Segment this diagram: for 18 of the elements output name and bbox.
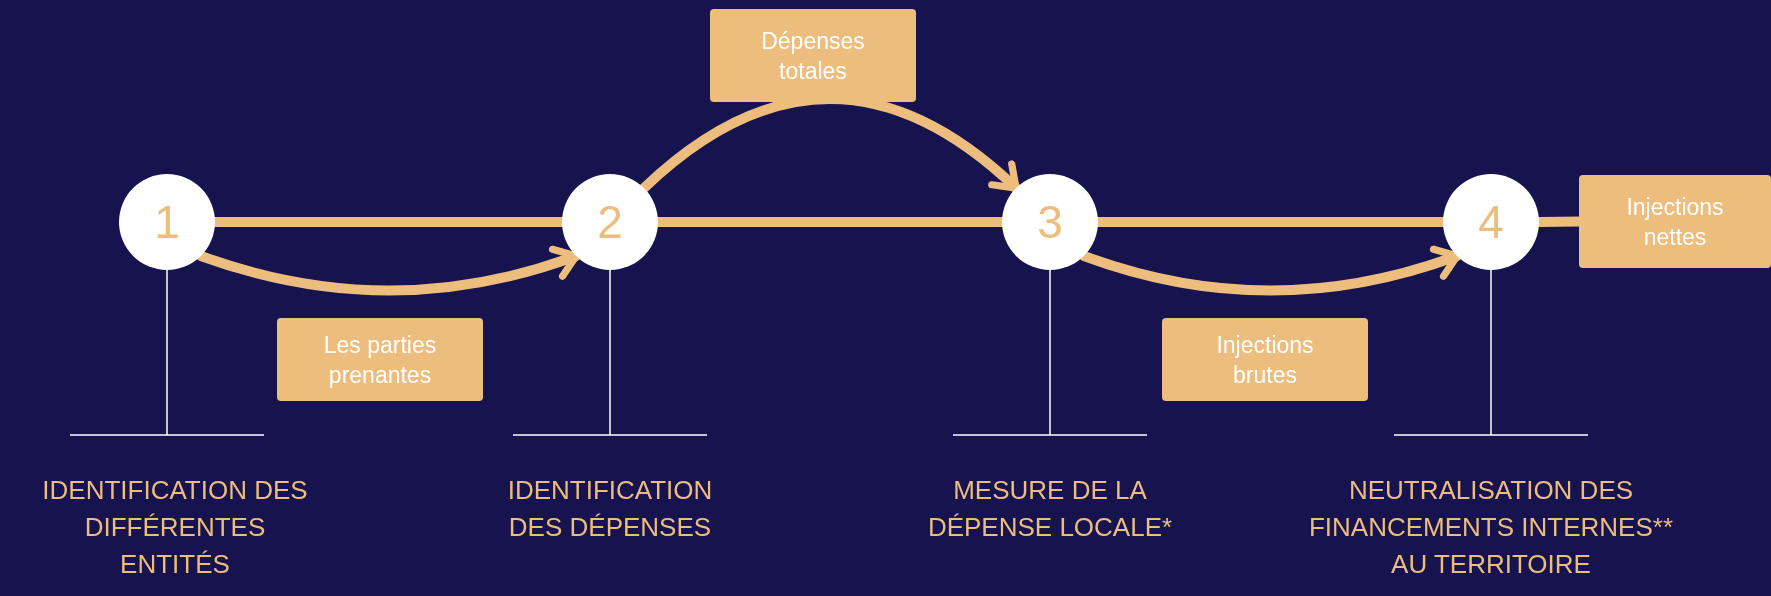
curved-arrow — [1078, 245, 1463, 296]
label-box — [1162, 318, 1368, 401]
box-text: Les parties prenantes — [322, 330, 438, 390]
step-title: IDENTIFICATION DES DIFFÉRENTES ENTITÉS — [41, 474, 309, 581]
label-box — [277, 318, 483, 401]
step-title: NEUTRALISATION DES FINANCEMENTS INTERNES** AU TERRITOIRE — [1307, 474, 1674, 581]
box-text: Injections brutes — [1215, 330, 1315, 390]
step-number: 1 — [154, 199, 180, 245]
step-title: MESURE DE LA DÉPENSE LOCALE* — [926, 474, 1174, 544]
step-number: 3 — [1037, 199, 1063, 245]
box-text: Dépenses totales — [760, 26, 866, 86]
curved-arrow — [195, 245, 582, 296]
box-text: Injections nettes — [1625, 192, 1725, 252]
label-box — [710, 9, 916, 102]
label-box — [1579, 175, 1771, 268]
step-number: 2 — [597, 199, 623, 245]
step-number: 4 — [1478, 199, 1504, 245]
step-title: IDENTIFICATION DES DÉPENSES — [506, 474, 714, 544]
